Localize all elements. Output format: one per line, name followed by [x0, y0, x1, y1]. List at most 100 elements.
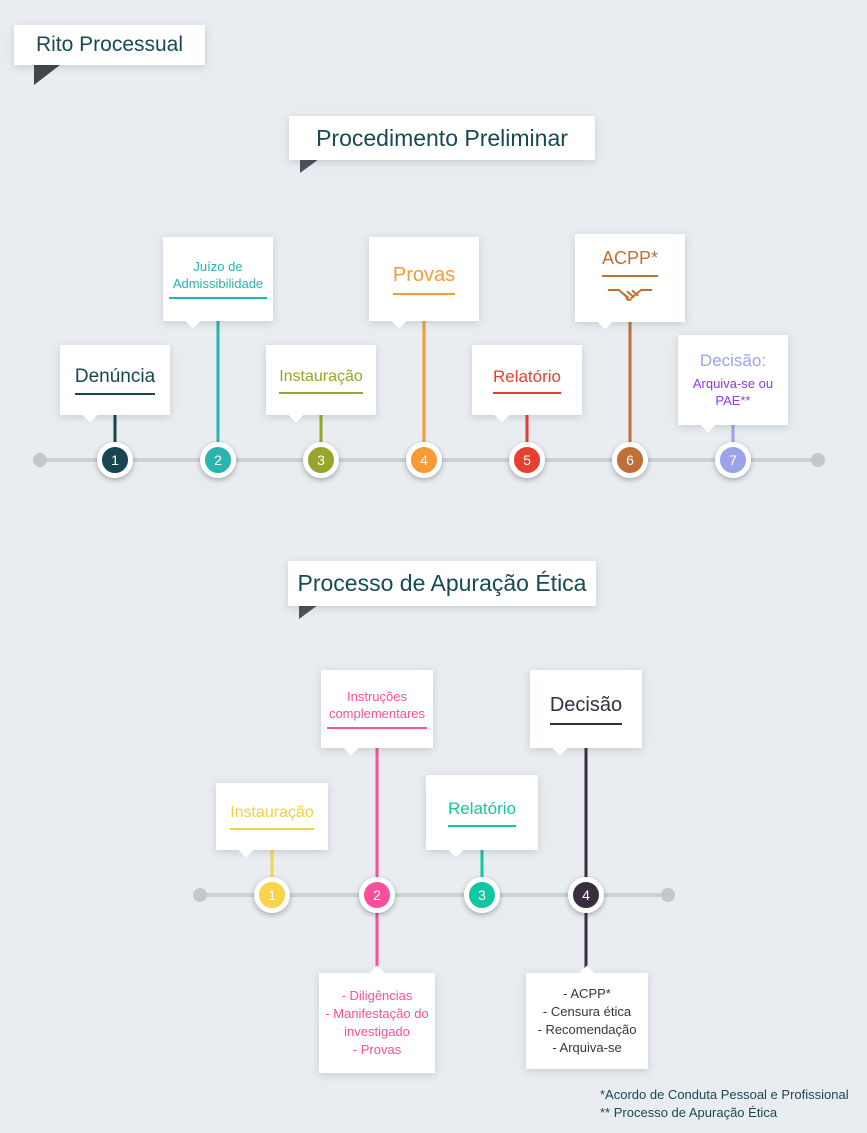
detail-line: - Provas — [352, 1042, 402, 1058]
t2-step-4-details-card: - ACPP* - Censura ética - Recomendação -… — [526, 965, 648, 1069]
t2-step-4-details: - ACPP* - Censura ética - Recomendação -… — [538, 985, 637, 1058]
t1-connector-4 — [422, 319, 426, 460]
t1-step-2-tail — [184, 311, 202, 329]
t1-axis-start-dot — [33, 453, 47, 467]
t1-step-6-card: ACPP* — [575, 234, 685, 330]
t2-axis-end-dot — [661, 888, 675, 902]
t2-connector-2 — [375, 746, 379, 895]
t1-node-5-number: 5 — [523, 452, 531, 468]
detail-line: - Censura ética — [542, 1003, 632, 1019]
t1-title-fold — [300, 159, 319, 173]
t1-step-3-tail — [287, 405, 305, 423]
t2-step-3-label: Relatório — [447, 798, 517, 827]
t1-node-4: 4 — [406, 442, 442, 478]
t1-node-7-number: 7 — [729, 452, 737, 468]
t1-node-3-number: 3 — [317, 452, 325, 468]
t2-axis-start-dot — [193, 888, 207, 902]
t1-step-1-card: Denúncia — [60, 345, 170, 423]
t1-node-6: 6 — [612, 442, 648, 478]
t2-step-3-tail — [447, 840, 465, 858]
t2-step-4-details-tail — [578, 965, 596, 983]
t2-node-4: 4 — [568, 877, 604, 913]
t1-step-7-label: Decisão: — [699, 350, 767, 370]
t2-step-4-tail — [551, 738, 569, 756]
t1-step-6-tail — [596, 312, 614, 330]
t2-node-3-number: 3 — [478, 887, 486, 903]
t1-step-7-tail — [699, 415, 717, 433]
footnote-acpp: *Acordo de Conduta Pessoal e Profissiona… — [600, 1087, 849, 1102]
t1-step-3-card: Instauração — [266, 345, 376, 423]
t1-node-6-number: 6 — [626, 452, 634, 468]
t2-step-2-card: Instruções complementares — [321, 670, 433, 756]
t1-title-card: Procedimento Preliminar — [289, 116, 595, 160]
t1-step-7-card: Decisão: Arquiva-se ou PAE** — [678, 335, 788, 433]
footnote-pae: ** Processo de Apuração Ética — [600, 1104, 778, 1120]
t1-connector-1 — [113, 413, 117, 460]
t1-connector-2 — [216, 319, 220, 460]
t1-node-4-number: 4 — [420, 452, 428, 468]
t2-node-3: 3 — [464, 877, 500, 913]
main-title-fold — [34, 65, 60, 85]
t2-step-4-card: Decisão — [530, 670, 642, 756]
detail-line: - Recomendação — [537, 1022, 637, 1037]
detail-line: - Manifestação do investigado — [325, 1005, 429, 1039]
detail-line: - Arquiva-se — [552, 1040, 622, 1056]
t1-node-2: 2 — [200, 442, 236, 478]
t2-node-4-number: 4 — [582, 887, 590, 903]
t2-connector-4 — [584, 746, 588, 895]
t2-connector-4-below — [584, 895, 588, 975]
t2-title-card: Processo de Apuração Ética — [288, 561, 596, 606]
t1-node-1: 1 — [97, 442, 133, 478]
t1-node-7: 7 — [715, 442, 751, 478]
t1-connector-7 — [731, 423, 735, 460]
t2-step-2-details: - Diligências - Manifestação do investig… — [325, 987, 429, 1060]
detail-line: - Diligências — [341, 987, 413, 1003]
t1-node-2-number: 2 — [214, 452, 222, 468]
t1-step-2-card: Juízo de Admissibilidade — [163, 237, 273, 329]
t1-node-3: 3 — [303, 442, 339, 478]
t2-step-2-tail — [342, 738, 360, 756]
t2-title: Processo de Apuração Ética — [297, 570, 587, 596]
t1-step-4-tail — [390, 311, 408, 329]
t1-step-5-tail — [493, 405, 511, 423]
t1-node-1-number: 1 — [111, 452, 119, 468]
t2-connector-3 — [480, 848, 484, 895]
t2-step-2-details-tail — [368, 965, 386, 983]
t1-step-4-card: Provas — [369, 237, 479, 329]
t1-title: Procedimento Preliminar — [316, 124, 568, 151]
t2-step-1-label: Instauração — [230, 803, 314, 830]
t1-node-5: 5 — [509, 442, 545, 478]
t1-step-2-label: Juízo de Admissibilidade — [169, 259, 267, 299]
t1-step-5-label: Relatório — [492, 366, 562, 395]
t2-connector-1 — [270, 848, 274, 895]
t2-step-1-tail — [237, 840, 255, 858]
t2-step-2-details-card: - Diligências - Manifestação do investig… — [319, 965, 435, 1073]
t2-axis-line — [200, 893, 668, 897]
t2-step-2-label: Instruções complementares — [327, 689, 427, 729]
main-title: Rito Processual — [35, 33, 184, 56]
t1-step-4-label: Provas — [392, 263, 456, 295]
t1-step-1-tail — [81, 405, 99, 423]
t2-node-2: 2 — [359, 877, 395, 913]
main-title-card: Rito Processual — [14, 25, 205, 65]
footnotes: *Acordo de Conduta Pessoal e Profissiona… — [600, 1086, 860, 1122]
t1-connector-5 — [525, 413, 529, 460]
t1-step-6-label: ACPP* — [601, 247, 659, 277]
handshake-icon — [607, 288, 653, 301]
t2-title-fold — [299, 605, 318, 619]
t1-connector-3 — [319, 413, 323, 460]
t1-axis-end-dot — [811, 453, 825, 467]
detail-line: - ACPP* — [563, 985, 611, 1001]
t2-step-1-card: Instauração — [216, 783, 328, 858]
t1-step-5-card: Relatório — [472, 345, 582, 423]
t2-step-4-label: Decisão — [549, 693, 623, 725]
t1-step-7-sublabel: Arquiva-se ou PAE** — [692, 376, 774, 409]
t1-step-3-label: Instauração — [279, 367, 363, 394]
t1-step-1-label: Denúncia — [74, 365, 156, 396]
t2-node-1: 1 — [254, 877, 290, 913]
t2-node-1-number: 1 — [268, 887, 276, 903]
t2-connector-2-below — [375, 895, 379, 975]
t1-connector-6 — [628, 320, 632, 460]
t2-step-3-card: Relatório — [426, 775, 538, 858]
